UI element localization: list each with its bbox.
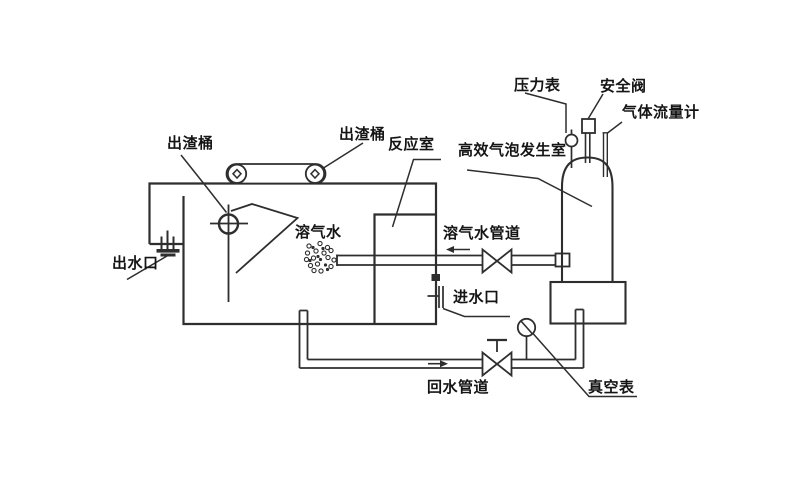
water-outlet-fitting-icon [156,230,180,257]
reaction-chamber-walls [373,213,436,324]
label-water-inlet: 进水口 [453,288,500,306]
label-safety-valve: 安全阀 [600,77,647,95]
label-slag-bucket-left: 出渣桶 [167,134,214,152]
label-reaction-chamber: 反应室 [388,135,435,153]
valve-icon-return [481,338,513,378]
vacuum-gauge-icon [516,317,537,360]
safety-valve-icon [581,118,596,163]
label-gas-flow-meter: 气体流量计 [622,103,700,121]
bubbles-icon [303,240,337,274]
pressure-gauge-icon [564,129,579,168]
label-water-outlet: 出水口 [112,254,159,272]
label-pressure-gauge: 压力表 [514,76,561,94]
bubble-generator-vessel [549,156,627,325]
flotation-tank-outline [148,182,438,326]
gas-flow-meter-icon [602,132,609,177]
valve-icon-dissolved-air [481,247,513,275]
dissolved-air-pipe [336,246,571,268]
label-dissolved-air-water-pipe: 溶气水管道 [443,224,521,242]
label-return-water-pipe: 回水管道 [427,378,490,396]
water-inlet-fitting-icon [427,274,444,308]
label-bubble-generator: 高效气泡发生室 [458,141,567,159]
leader-lines [126,92,637,398]
label-dissolved-air-water: 溶气水 [295,223,342,241]
label-slag-bucket-right: 出渣桶 [339,125,386,143]
scraper-icon [210,203,300,302]
return-pipe [298,308,585,369]
conveyor-belt-icon [225,163,327,185]
label-vacuum-gauge: 真空表 [588,378,635,396]
